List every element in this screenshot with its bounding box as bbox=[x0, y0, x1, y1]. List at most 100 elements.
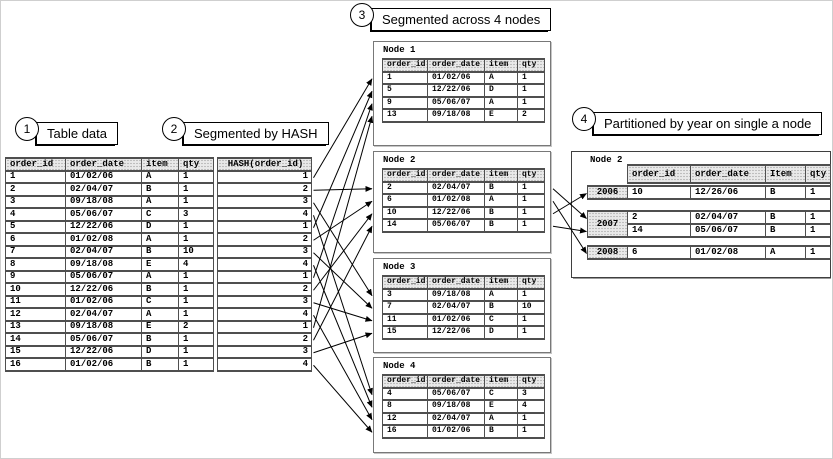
cell: 1 bbox=[517, 312, 545, 327]
cell: 6 bbox=[627, 245, 691, 260]
cell: 02/04/07 bbox=[65, 244, 142, 259]
table-row: 4 bbox=[217, 207, 312, 222]
node-3-title: Node 3 bbox=[383, 262, 416, 272]
cell: 09/18/08 bbox=[65, 319, 142, 334]
flow-arrow bbox=[313, 332, 373, 354]
cell: 2 bbox=[517, 108, 545, 123]
cell: 10 bbox=[627, 185, 691, 200]
cell: 1 bbox=[517, 205, 545, 220]
column-header: qty bbox=[517, 58, 545, 73]
cell: 1 bbox=[178, 307, 214, 322]
cell: E bbox=[141, 257, 179, 272]
flow-arrow bbox=[313, 200, 373, 241]
cell: 4 bbox=[178, 257, 214, 272]
cell: 2 bbox=[217, 232, 312, 247]
year-label-2008: 2008 bbox=[587, 245, 628, 260]
cell: B bbox=[484, 205, 518, 220]
cell: 02/04/07 bbox=[427, 300, 485, 315]
callout-number-4: 4 bbox=[572, 107, 596, 131]
cell: 01/02/06 bbox=[65, 169, 142, 184]
table-row: 1 bbox=[217, 219, 312, 234]
column-header: order_date bbox=[427, 168, 485, 183]
cell: 9 bbox=[382, 95, 428, 110]
cell: 3 bbox=[382, 287, 428, 302]
column-header: order_id bbox=[382, 275, 428, 290]
cell: 8 bbox=[5, 257, 66, 272]
cell: B bbox=[141, 244, 179, 259]
cell: C bbox=[141, 207, 179, 222]
flow-arrow bbox=[313, 302, 373, 322]
cell: B bbox=[765, 210, 806, 225]
cell: A bbox=[484, 193, 518, 208]
cell: A bbox=[141, 194, 179, 209]
cell: E bbox=[141, 319, 179, 334]
cell: 1 bbox=[805, 245, 831, 260]
cell: 1 bbox=[217, 219, 312, 234]
flow-arrow bbox=[313, 252, 373, 309]
cell: 10 bbox=[382, 205, 428, 220]
cell: 14 bbox=[5, 332, 66, 347]
table-row: 3 bbox=[217, 294, 312, 309]
cell: B bbox=[141, 182, 179, 197]
table-row: 3 bbox=[217, 194, 312, 209]
cell: 10 bbox=[5, 282, 66, 297]
table-row: 2 bbox=[217, 332, 312, 347]
cell: 1 bbox=[217, 319, 312, 334]
cell: 05/06/07 bbox=[65, 207, 142, 222]
cell: 11 bbox=[382, 312, 428, 327]
cell: 01/02/06 bbox=[65, 357, 142, 372]
cell: 1 bbox=[5, 169, 66, 184]
cell: 1 bbox=[517, 424, 545, 439]
cell: 13 bbox=[382, 108, 428, 123]
cell: 02/04/07 bbox=[65, 307, 142, 322]
cell: 1 bbox=[178, 357, 214, 372]
cell: 1 bbox=[805, 185, 831, 200]
column-header: order_date bbox=[427, 58, 485, 73]
column-header: HASH(order_id) bbox=[217, 157, 312, 172]
cell: 1 bbox=[178, 219, 214, 234]
table-row: 2 bbox=[217, 232, 312, 247]
cell: E bbox=[484, 108, 518, 123]
node-2-title: Node 2 bbox=[383, 155, 416, 165]
cell: 6 bbox=[382, 193, 428, 208]
cell: 3 bbox=[5, 194, 66, 209]
cell: 14 bbox=[627, 223, 691, 238]
cell: 1 bbox=[382, 70, 428, 85]
cell: 1 bbox=[517, 218, 545, 233]
cell: 12/22/06 bbox=[65, 219, 142, 234]
cell: D bbox=[484, 83, 518, 98]
cell: 1 bbox=[178, 269, 214, 284]
column-header: item bbox=[484, 374, 518, 389]
cell: C bbox=[141, 294, 179, 309]
column-header: qty bbox=[517, 275, 545, 290]
cell: 4 bbox=[517, 399, 545, 414]
cell: 4 bbox=[217, 257, 312, 272]
cell: A bbox=[141, 269, 179, 284]
cell: 14 bbox=[382, 218, 428, 233]
